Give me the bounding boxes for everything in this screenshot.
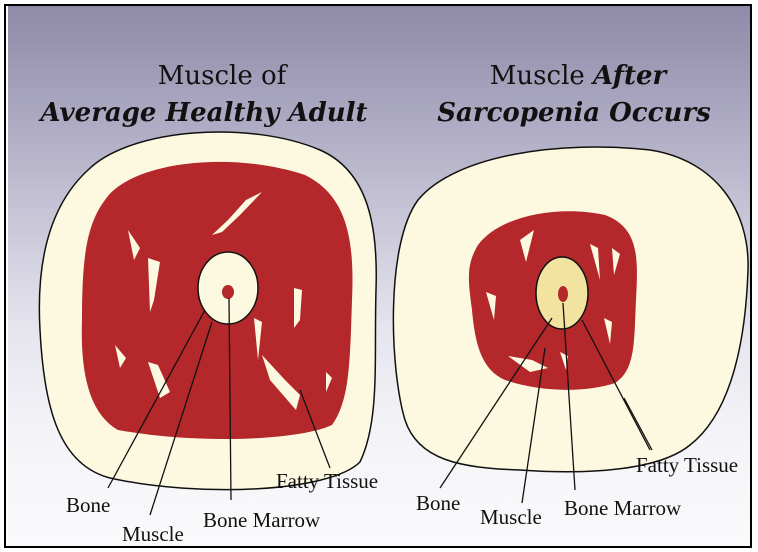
right-label-muscle: Muscle xyxy=(480,505,542,529)
right-title-line2: Sarcopenia Occurs xyxy=(437,98,711,128)
right-title-line1: Muscle After xyxy=(490,61,669,91)
left-label-bone: Bone xyxy=(66,493,110,517)
left-title-line2: Average Healthy Adult xyxy=(37,98,367,128)
left-title-line1: Muscle of xyxy=(158,61,289,91)
left-label-bone-marrow: Bone Marrow xyxy=(203,508,321,532)
right-title-italic: After xyxy=(590,61,668,91)
left-bone-marrow xyxy=(222,285,234,299)
right-bone-marrow xyxy=(558,286,568,302)
right-label-bone-marrow: Bone Marrow xyxy=(564,496,682,520)
right-label-bone: Bone xyxy=(416,491,460,515)
left-label-muscle: Muscle xyxy=(122,522,184,546)
right-title-plain: Muscle xyxy=(490,61,593,91)
right-label-fatty-tissue: Fatty Tissue xyxy=(636,453,738,477)
left-label-fatty-tissue: Fatty Tissue xyxy=(276,469,378,493)
